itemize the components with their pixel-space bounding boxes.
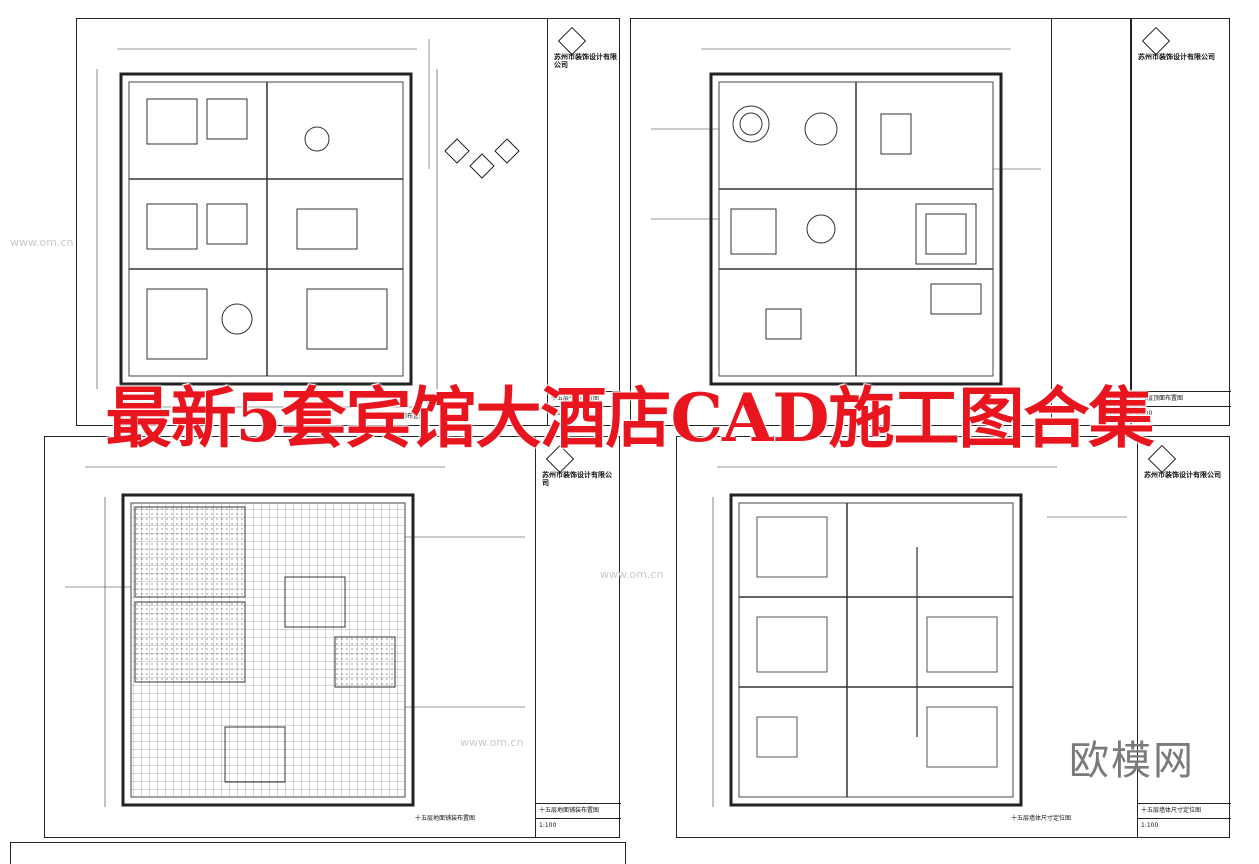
company-name: 苏州市装饰设计有限公司 [542,471,612,487]
company-name: 苏州市装饰设计有限公司 [554,53,617,69]
scale-cell: 1:100 [548,406,621,421]
title-block: 苏州市装饰设计有限公司 十五层平面布置图 1:100 [547,19,621,425]
drawing-title-cell: 十五层顶面布置图 [1132,391,1231,406]
company-logo-icon [1141,26,1171,56]
wall-layout-drawing [712,466,1127,807]
brand-watermark: 欧模网 [1069,738,1195,784]
drawing-title-cell: 十五层平面布置图 [548,391,621,406]
floor-finish-drawing [65,466,525,807]
scale-cell: 1:100 [1138,818,1231,833]
drawing-title-label: 十五层地面铺装布置图 [415,815,476,822]
company-name: 苏州市装饰设计有限公司 [1144,471,1221,479]
partial-sheet-edge [10,842,626,864]
company-logo-icon [557,26,587,56]
scale-cell: 1:100 [1132,406,1231,421]
drawing-sheet-ceiling-plan: 苏州市装饰设计有限公司 十五层顶面布置图 1:100 [630,18,1231,426]
drawing-title-cell: 十五层墙体尺寸定位图 [1138,803,1231,818]
banner-title: 最新5套宾馆大酒店CAD施工图合集 [105,379,1155,457]
scale-cell: 1:100 [536,818,621,833]
title-block: 苏州市装饰设计有限公司 十五层墙体尺寸定位图 1:100 [1137,437,1231,837]
drawing-sheet-floor-finish: 十五层地面铺装布置图 苏州市装饰设计有限公司 十五层地面铺装布置图 1:100 [44,436,621,838]
company-name: 苏州市装饰设计有限公司 [1138,53,1215,61]
title-block: 苏州市装饰设计有限公司 十五层顶面布置图 1:100 [1131,19,1231,425]
title-block [1051,19,1131,425]
ceiling-plan-drawing [651,48,1041,386]
floor-plan-drawing [96,39,520,408]
title-block: 苏州市装饰设计有限公司 十五层地面铺装布置图 1:100 [535,437,621,837]
drawing-title-label: 十五层平面布置图 [377,413,426,420]
drawing-sheet-floor-plan: 十五层平面布置图 苏州市装饰设计有限公司 十五层平面布置图 1:100 [76,18,621,426]
drawing-sheet-wall-layout: 十五层墙体尺寸定位图 苏州市装饰设计有限公司 十五层墙体尺寸定位图 1:100 [676,436,1231,838]
faint-watermark: www.om.cn [460,736,524,749]
drawing-title-label: 十五层墙体尺寸定位图 [1011,815,1072,822]
faint-watermark: www.om.cn [600,568,664,581]
faint-watermark: www.om.cn [10,236,74,249]
drawing-title-cell: 十五层地面铺装布置图 [536,803,621,818]
